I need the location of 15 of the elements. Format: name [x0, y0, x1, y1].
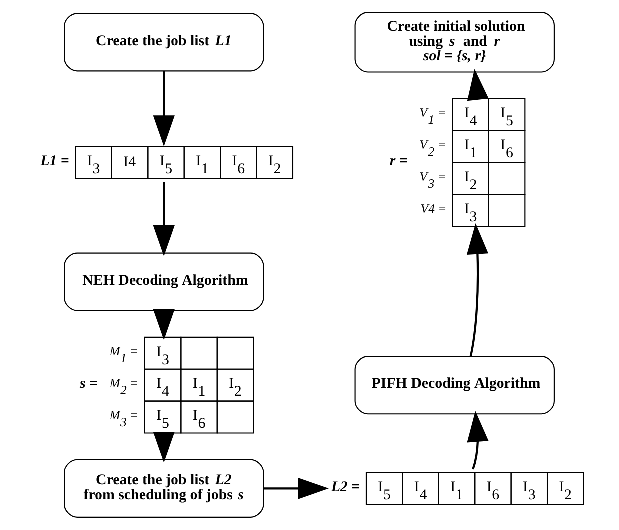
node-label: L1 =	[40, 154, 70, 170]
arrow	[153, 182, 175, 256]
node-label: L2 =	[331, 480, 360, 496]
arrow	[467, 411, 489, 470]
node-box: Create the job list L1	[64, 13, 264, 72]
arrow	[264, 478, 329, 500]
node-label: V4 =	[420, 202, 447, 216]
node-label: r =	[390, 154, 408, 170]
arrow	[153, 71, 175, 147]
node-box: Create initial solution using s and r sol = {s, r}	[354, 12, 555, 73]
arrow	[467, 69, 489, 102]
node-box: Create the job list L2 from scheduling of jobs s	[64, 459, 264, 518]
arrow	[466, 223, 489, 357]
node-box: PIFH Decoding Algorithm	[354, 356, 555, 415]
node-label: s =	[80, 376, 98, 392]
